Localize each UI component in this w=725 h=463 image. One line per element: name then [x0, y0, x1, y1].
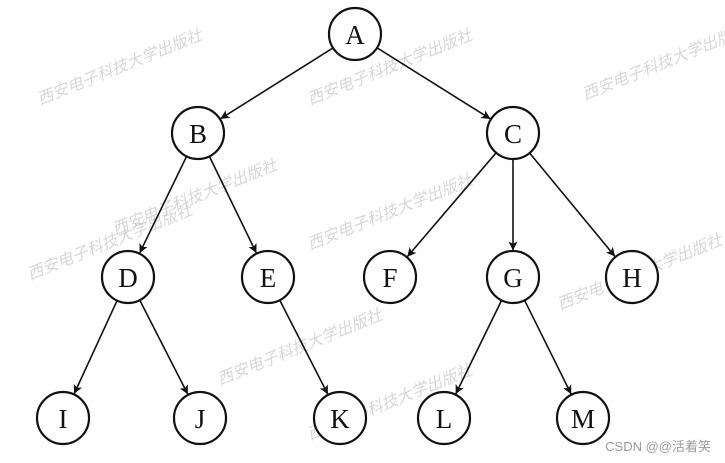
node-H: H — [604, 249, 660, 305]
edge-B-E — [208, 156, 257, 254]
node-label: C — [504, 119, 522, 149]
node-L: L — [416, 390, 472, 446]
node-D: D — [100, 249, 156, 305]
edge-layer — [73, 47, 616, 395]
node-label: G — [503, 263, 523, 293]
watermark-layer: 西安电子科技大学出版社西安电子科技大学出版社西安电子科技大学出版社西安电子科技大… — [24, 19, 725, 443]
node-label: L — [436, 404, 453, 434]
node-E: E — [240, 249, 296, 305]
node-circle — [362, 249, 418, 305]
node-I: I — [35, 390, 91, 446]
node-circle — [416, 390, 472, 446]
edge-A-C — [376, 47, 491, 120]
edge-E-K — [279, 299, 329, 395]
node-circle — [35, 390, 91, 446]
node-C: C — [485, 105, 541, 161]
node-G: G — [485, 249, 541, 305]
node-circle — [485, 249, 541, 305]
node-label: M — [571, 404, 595, 434]
node-B: B — [170, 105, 226, 161]
node-circle — [485, 105, 541, 161]
node-label: A — [345, 20, 365, 50]
node-A: A — [327, 6, 383, 62]
edge-C-F — [406, 152, 497, 258]
node-circle — [100, 249, 156, 305]
node-M: M — [555, 390, 611, 446]
node-label: F — [382, 263, 397, 293]
edge-C-H — [528, 152, 616, 257]
node-label: H — [622, 263, 642, 293]
node-label: I — [59, 404, 68, 434]
node-label: K — [330, 404, 350, 434]
edge-A-B — [220, 47, 334, 120]
node-label: E — [260, 263, 277, 293]
node-circle — [170, 105, 226, 161]
watermark-text: 西安电子科技大学出版社 — [214, 304, 386, 388]
node-circle — [327, 6, 383, 62]
node-label: J — [195, 404, 206, 434]
edge-D-J — [139, 299, 189, 395]
node-layer: A B C D E F G H I J K L M — [35, 6, 660, 446]
node-J: J — [172, 390, 228, 446]
node-label: B — [189, 119, 207, 149]
edge-B-D — [139, 156, 188, 254]
node-circle — [172, 390, 228, 446]
node-circle — [240, 249, 296, 305]
watermark-text: 西安电子科技大学出版社 — [34, 24, 206, 108]
node-label: D — [118, 263, 138, 293]
edge-D-I — [73, 300, 118, 394]
node-F: F — [362, 249, 418, 305]
edge-G-L — [455, 300, 503, 395]
edge-G-M — [523, 299, 572, 395]
watermark-text: 西安电子科技大学出版社 — [579, 19, 725, 103]
watermark-text: 西安电子科技大学出版社 — [304, 169, 476, 253]
node-K: K — [312, 390, 368, 446]
node-circle — [312, 390, 368, 446]
node-circle — [555, 390, 611, 446]
node-circle — [604, 249, 660, 305]
credit-text: CSDN @@活着笑 — [605, 439, 711, 454]
